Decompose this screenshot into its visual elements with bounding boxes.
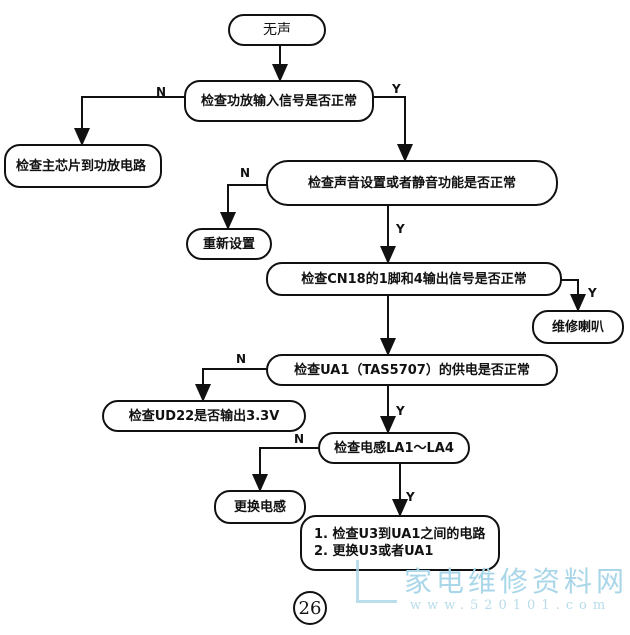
check-inductor-node: 检查电感LA1～LA4: [318, 432, 470, 464]
final-action-line-1: 1. 检查U3到UA1之间的电路: [314, 527, 486, 542]
check-cn18-node: 检查CN18的1脚和4输出信号是否正常: [266, 262, 562, 296]
watermark-url: www.520101.com: [410, 598, 612, 613]
final-action-line-2: 2. 更换U3或者UA1: [314, 544, 434, 559]
page-number: 26: [293, 591, 327, 625]
repair-speaker-node: 维修喇叭: [532, 310, 624, 344]
yes-label: Y: [588, 286, 597, 300]
reset-node: 重新设置: [186, 228, 272, 260]
check-amp-input-node: 检查功放输入信号是否正常: [184, 80, 374, 122]
watermark-logo: [356, 560, 397, 603]
check-sound-setting-node: 检查声音设置或者静音功能是否正常: [266, 160, 558, 206]
check-ua1-power-node: 检查UA1（TAS5707）的供电是否正常: [266, 354, 558, 386]
replace-inductor-node: 更换电感: [214, 490, 306, 524]
check-ud22-node: 检查UD22是否输出3.3V: [102, 400, 306, 432]
yes-label: Y: [406, 490, 415, 504]
no-label: N: [236, 352, 247, 366]
no-label: N: [156, 85, 167, 99]
no-label: N: [240, 166, 251, 180]
yes-label: Y: [396, 404, 405, 418]
yes-label: Y: [396, 222, 405, 236]
no-label: N: [294, 432, 305, 446]
start-node: 无声: [228, 14, 326, 46]
yes-label: Y: [392, 82, 401, 96]
check-main-chip-node: 检查主芯片到功放电路: [4, 144, 162, 188]
final-action-node: 1. 检查U3到UA1之间的电路 2. 更换U3或者UA1: [300, 515, 500, 571]
watermark-title: 家电维修资料网: [404, 565, 629, 598]
